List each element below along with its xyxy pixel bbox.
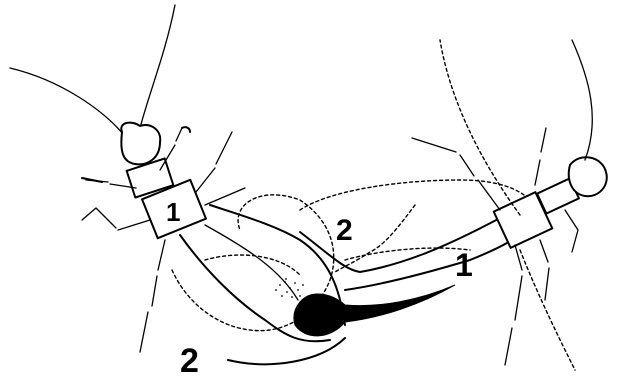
middle-dashed-lower bbox=[345, 248, 470, 260]
right-leg-lower-1 bbox=[505, 245, 522, 365]
left-leg-mid-left bbox=[82, 208, 150, 230]
left-ventral-curve bbox=[228, 338, 345, 364]
right-antenna-1 bbox=[572, 40, 592, 160]
stipple-area bbox=[275, 278, 304, 298]
left-abdomen-inner-line bbox=[205, 225, 298, 300]
right-antenna-dashed bbox=[440, 40, 520, 215]
left-leg-hind-left bbox=[140, 240, 165, 352]
label-middle: 2 bbox=[336, 214, 353, 247]
black-fill-region bbox=[294, 285, 455, 336]
right-leg-front bbox=[565, 210, 578, 252]
left-head bbox=[121, 123, 160, 165]
right-leg-dashed bbox=[520, 250, 575, 370]
left-leg-mid-right bbox=[196, 132, 232, 192]
right-leg-upper-right bbox=[535, 128, 546, 185]
right-leg-lower-2 bbox=[540, 240, 549, 300]
label-left-head: 1 bbox=[166, 197, 180, 227]
left-leg-hind-right bbox=[205, 188, 245, 205]
label-right-body: 1 bbox=[455, 247, 473, 283]
right-leg-upper-left bbox=[412, 138, 500, 210]
left-dashed-inner bbox=[205, 255, 300, 275]
left-antenna-1 bbox=[140, 5, 175, 128]
right-head bbox=[569, 157, 607, 196]
right-abdomen-lower-edge bbox=[345, 238, 515, 290]
left-antenna-2 bbox=[10, 68, 128, 140]
left-leg-front-upper bbox=[160, 128, 182, 170]
label-left-lower: 2 bbox=[180, 342, 199, 380]
